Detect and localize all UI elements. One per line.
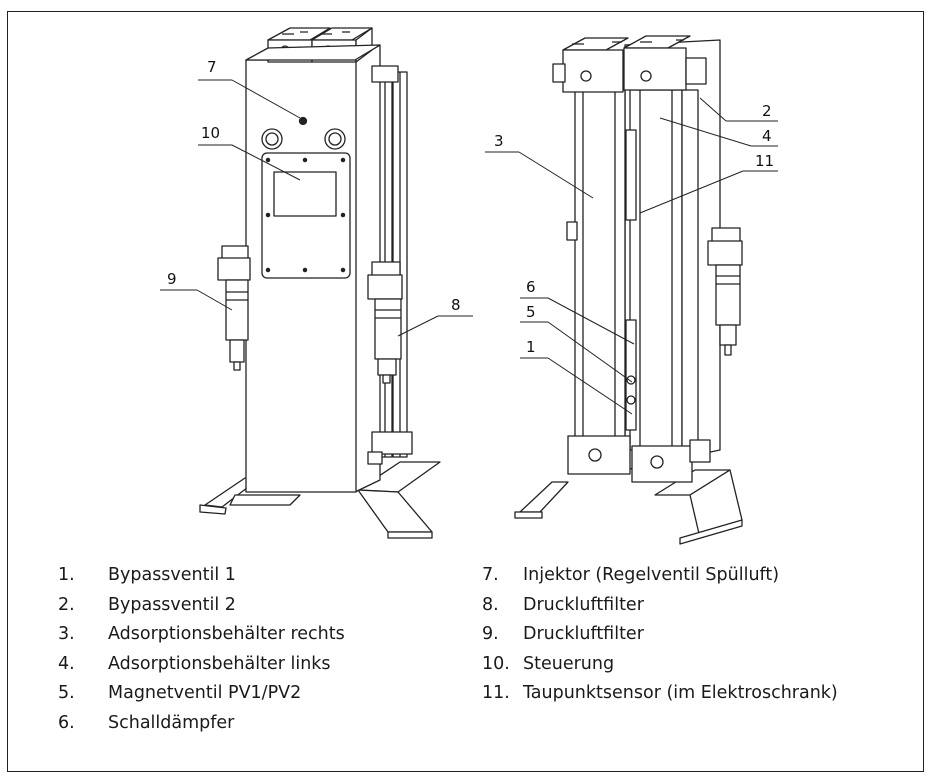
figure-frame bbox=[7, 11, 924, 772]
callout-leaders bbox=[160, 79, 778, 415]
legend-number: 11. bbox=[482, 683, 510, 703]
legend-item: 3. Adsorptionsbehälter rechts bbox=[58, 620, 345, 650]
callout-8: 8 bbox=[451, 296, 461, 314]
callout-5: 5 bbox=[526, 303, 536, 321]
legend-item: 10. Steuerung bbox=[482, 650, 838, 680]
legend-label: Injektor (Regelventil Spülluft) bbox=[523, 565, 780, 585]
legend-item: 1. Bypassventil 1 bbox=[58, 561, 345, 591]
legend-number: 9. bbox=[482, 624, 499, 644]
legend-item: 11. Taupunktsensor (im Elektroschrank) bbox=[482, 679, 838, 709]
left-unit bbox=[199, 27, 441, 539]
callout-2: 2 bbox=[762, 102, 772, 120]
legend-label: Schalldämpfer bbox=[108, 712, 235, 733]
legend-label: Bypassventil 2 bbox=[108, 594, 236, 615]
legend-item: 4. Adsorptionsbehälter links bbox=[58, 650, 345, 680]
legend-label: Magnetventil PV1/PV2 bbox=[108, 683, 302, 703]
legend-label: Bypassventil 1 bbox=[108, 565, 236, 585]
legend-number: 6. bbox=[58, 712, 75, 733]
legend-label: Adsorptionsbehälter rechts bbox=[108, 624, 345, 644]
callout-7: 7 bbox=[207, 58, 217, 76]
callout-6: 6 bbox=[526, 278, 536, 296]
legend-number: 4. bbox=[58, 653, 75, 674]
legend-number: 10. bbox=[482, 653, 510, 674]
callout-11: 11 bbox=[755, 152, 774, 170]
legend-number: 5. bbox=[58, 683, 75, 703]
legend-number: 7. bbox=[482, 565, 499, 585]
callout-4: 4 bbox=[762, 127, 772, 145]
legend-item: 5. Magnetventil PV1/PV2 bbox=[58, 679, 345, 709]
right-unit bbox=[514, 35, 743, 545]
legend-item: 9. Druckluftfilter bbox=[482, 620, 838, 650]
legend-number: 3. bbox=[58, 624, 75, 644]
legend-item: 6. Schalldämpfer bbox=[58, 709, 345, 739]
legend-label: Adsorptionsbehälter links bbox=[108, 653, 331, 674]
legend-number: 2. bbox=[58, 594, 75, 615]
legend-item: 8. Druckluftfilter bbox=[482, 591, 838, 621]
legend-number: 1. bbox=[58, 565, 75, 585]
legend-item: 2. Bypassventil 2 bbox=[58, 591, 345, 621]
legend-label: Druckluftfilter bbox=[523, 594, 644, 615]
legend-item: 7. Injektor (Regelventil Spülluft) bbox=[482, 561, 838, 591]
legend-left-column: 1. Bypassventil 1 2. Bypassventil 2 3. Adso… bbox=[58, 561, 345, 738]
legend-right-column: 7. Injektor (Regelventil Spülluft) 8. Druc… bbox=[482, 561, 838, 709]
callout-10: 10 bbox=[201, 124, 220, 142]
callout-1: 1 bbox=[526, 338, 536, 356]
legend-label: Steuerung bbox=[523, 653, 615, 674]
legend-label: Druckluftfilter bbox=[523, 624, 644, 644]
legend-label: Taupunktsensor (im Elektroschrank) bbox=[523, 683, 838, 703]
callout-3: 3 bbox=[494, 132, 504, 150]
callout-9: 9 bbox=[167, 270, 177, 288]
legend-number: 8. bbox=[482, 594, 499, 615]
